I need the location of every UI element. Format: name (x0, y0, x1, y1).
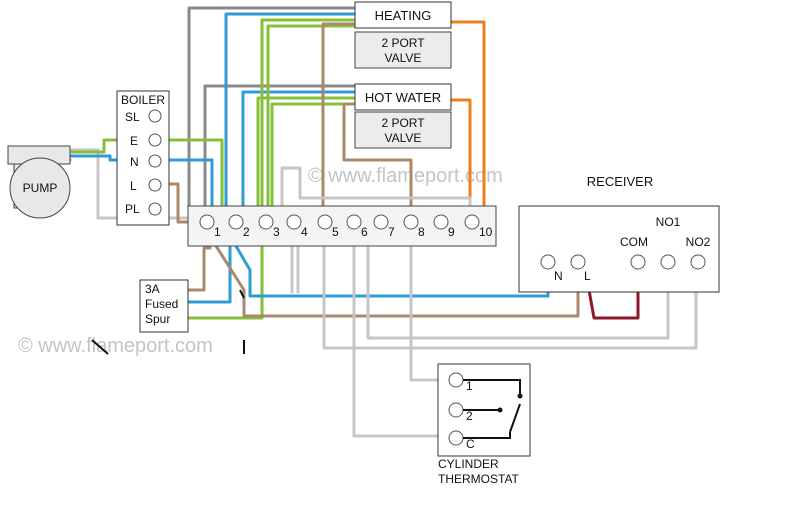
boiler-terminal-e (148, 133, 162, 147)
receiver-terminal-l-label: L (584, 269, 591, 283)
wire-receiver-n (234, 244, 550, 298)
junction-terminal-5-label: 5 (332, 225, 339, 239)
hotwater-label-box (354, 83, 452, 111)
thermostat-terminal-1-label: 1 (466, 379, 473, 393)
receiver-terminal-l (570, 254, 586, 270)
wire-spur-blue (186, 238, 232, 304)
fused-spur-box (139, 279, 189, 333)
junction-terminal-7-label: 7 (388, 225, 395, 239)
junction-terminal-2-label: 2 (243, 225, 250, 239)
wire-receiver-no2 (322, 238, 698, 350)
boiler-terminal-e-label: E (130, 134, 138, 148)
boiler-terminal-sl-label: SL (125, 110, 140, 124)
wire-boiler-n (158, 158, 214, 224)
junction-terminal-1 (199, 214, 215, 230)
thermostat-terminal-c (448, 430, 464, 446)
spur-switch-mark (91, 289, 245, 355)
thermostat-switch-contact-a (497, 407, 503, 413)
thermostat-title-line1: CYLINDER (438, 457, 499, 471)
heating-label-box (354, 1, 452, 29)
boiler-title: BOILER (121, 93, 165, 107)
junction-terminal-9-label: 9 (448, 225, 455, 239)
wire-blue-hotwater (234, 90, 357, 224)
heating-valve-box (354, 31, 452, 69)
wire-boiler-e (158, 138, 224, 224)
fused-spur-line1: 3A (145, 282, 160, 296)
wire-receiver-l (214, 244, 580, 318)
hotwater-label: HOT WATER (365, 90, 441, 105)
receiver-terminal-n (540, 254, 556, 270)
junction-terminal-4-label: 4 (301, 225, 308, 239)
junction-terminal-2 (228, 214, 244, 230)
hotwater-valve-box (354, 111, 452, 149)
pump: PUMP (7, 145, 71, 219)
receiver-terminal-n-label: N (554, 269, 563, 283)
thermostat-terminal-2-label: 2 (466, 409, 473, 423)
watermark-bottom: © www.flameport.com (18, 335, 213, 357)
fused-spur-line3: Spur (145, 312, 170, 326)
wire-thermostat-c (352, 238, 460, 438)
hotwater-valve-line2: VALVE (385, 131, 422, 145)
boiler-terminal-n-label: N (130, 155, 139, 169)
receiver-terminal-com (630, 254, 646, 270)
heating-valve-line1: 2 PORT (381, 36, 425, 50)
watermark-top: © www.flameport.com (308, 165, 503, 187)
boiler-terminal-l-label: L (130, 179, 137, 193)
wire-lightgrey-pl (280, 166, 472, 224)
receiver-terminal-com-label: COM (620, 235, 648, 249)
receiver-terminal-no2-label: NO2 (686, 235, 711, 249)
wire-spur-green (186, 238, 264, 320)
junction-terminal-10-label: 10 (479, 225, 493, 239)
wire-blue-heating (224, 12, 357, 224)
thermostat-terminal-c-label: C (466, 437, 475, 451)
junction-terminal-10 (464, 214, 480, 230)
wire-orange-heating (450, 20, 486, 224)
receiver-terminal-no1-label: NO1 (656, 215, 681, 229)
junction-terminal-6 (346, 214, 362, 230)
junction-terminal-1-label: 1 (214, 225, 221, 239)
heating-valve-line2: VALVE (385, 51, 422, 65)
wire-spur-brown (186, 238, 212, 292)
junction-terminal-8 (403, 214, 419, 230)
boiler-terminal-sl (148, 109, 162, 123)
junction-terminal-3 (258, 214, 274, 230)
thermostat-terminal-2 (448, 402, 464, 418)
receiver-terminal-no1 (660, 254, 676, 270)
receiver-box (518, 205, 720, 293)
hotwater-valve-line1: 2 PORT (381, 116, 425, 130)
junction-terminal-8-label: 8 (418, 225, 425, 239)
junction-terminal-9 (433, 214, 449, 230)
heating-label: HEATING (375, 8, 432, 23)
boiler-terminal-n (148, 154, 162, 168)
wire-green-hotwater-b (270, 102, 357, 224)
junction-terminal-7 (373, 214, 389, 230)
thermostat-terminal-1 (448, 372, 464, 388)
junction-terminal-5 (317, 214, 333, 230)
wire-brown-hotwater (342, 102, 413, 224)
boiler-terminal-l (148, 178, 162, 192)
wire-green-heating-a (260, 18, 357, 224)
junction-terminal-3-label: 3 (273, 225, 280, 239)
wire-brown-heating (321, 22, 357, 224)
boiler-terminal-pl (148, 202, 162, 216)
pump-label: PUMP (23, 181, 58, 195)
thermostat-switch-contact-b (517, 393, 523, 399)
fused-spur-line2: Fused (145, 297, 178, 311)
boiler-terminal-pl-label: PL (125, 202, 140, 216)
receiver-title: RECEIVER (587, 174, 653, 189)
thermostat-title-line2: THERMOSTAT (438, 472, 520, 486)
wire-thermostat-1 (409, 238, 460, 382)
wire-receiver-no1 (366, 238, 670, 340)
junction-terminal-6-label: 6 (361, 225, 368, 239)
junction-terminal-4 (286, 214, 302, 230)
wire-orange-hotwater (450, 98, 472, 224)
wire-green-heating-b (266, 24, 357, 224)
thermostat-switch (463, 379, 521, 439)
receiver-terminal-no2 (690, 254, 706, 270)
